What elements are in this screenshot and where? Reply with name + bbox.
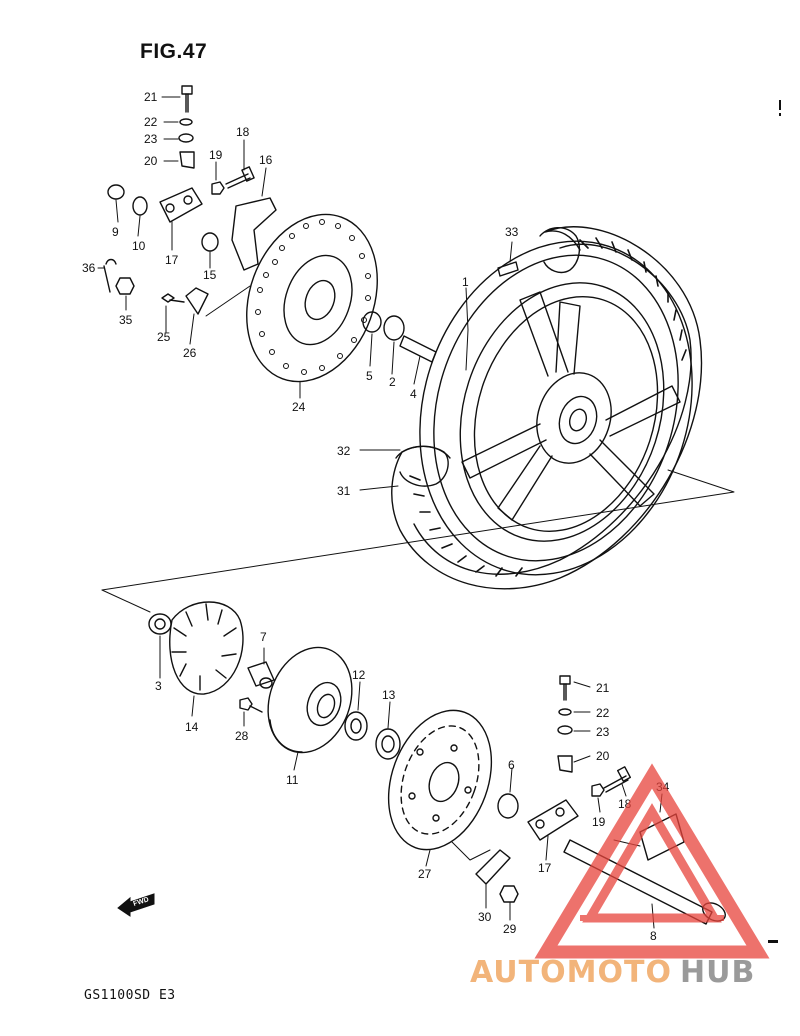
fwd-arrow: FWD [117,893,155,917]
leader-lines [97,96,663,929]
rear-sprocket [387,709,493,851]
callout-2: 2 [389,375,396,389]
callout-13: 13 [382,688,396,702]
bearing-3 [148,613,172,635]
page-marks [768,100,781,943]
callout-28: 28 [235,729,249,743]
callout-8: 8 [650,929,657,943]
callout-21: 21 [144,90,158,104]
callout-30: 30 [478,910,492,924]
callout-22-lower: 22 [596,706,610,720]
callout-24: 24 [292,400,306,414]
callout-5: 5 [366,369,373,383]
callout-23-lower: 23 [596,725,610,739]
callout-20-lower: 20 [596,749,610,763]
callout-12: 12 [352,668,366,682]
watermark-part1: AUTOMOTO [470,955,672,990]
watermark-part2: HUB [680,955,755,990]
callout-3: 3 [155,679,162,693]
callout-29: 29 [503,922,517,936]
guide-lines [101,285,735,861]
callout-1: 1 [462,275,469,289]
callout-9: 9 [112,225,119,239]
callout-17-lower: 17 [538,861,552,875]
watermark-logo [534,763,770,959]
callout-36: 36 [82,261,96,275]
callout-22: 22 [144,115,158,129]
small-parts-bottom [239,661,685,903]
callout-10: 10 [132,239,146,253]
callout-33: 33 [505,225,519,239]
callout-27: 27 [418,867,432,881]
callout-7: 7 [260,630,267,644]
watermark-text: AUTOMOTO HUB [470,955,755,990]
callout-11: 11 [286,773,299,787]
figure-title: FIG.47 [140,40,208,63]
callout-19-lower: 19 [592,815,606,829]
brake-disc [246,213,378,383]
callout-19: 19 [209,148,223,162]
callout-14: 14 [185,720,199,734]
cush-drive-damper [169,601,244,695]
small-parts-top [103,85,519,363]
callout-6: 6 [508,758,515,772]
tube [395,227,581,487]
callout-20: 20 [144,154,158,168]
callout-32: 32 [337,444,351,458]
callout-numbers: 21 22 23 20 18 19 16 9 10 17 15 36 35 25… [82,90,670,943]
callout-31: 31 [337,484,351,498]
callout-4: 4 [410,387,417,401]
fwd-label: FWD [132,896,149,908]
callout-18: 18 [236,125,250,139]
rear-wheel [419,240,693,576]
callout-35: 35 [119,313,133,327]
callout-25: 25 [157,330,171,344]
model-code: GS1100SD E3 [84,988,176,1003]
callout-16: 16 [259,153,273,167]
callout-21-lower: 21 [596,681,610,695]
sprocket-mount [267,646,353,754]
callout-17: 17 [165,253,179,267]
callout-15: 15 [203,268,217,282]
callout-23: 23 [144,132,158,146]
tire [391,226,703,590]
callout-26: 26 [183,346,197,360]
